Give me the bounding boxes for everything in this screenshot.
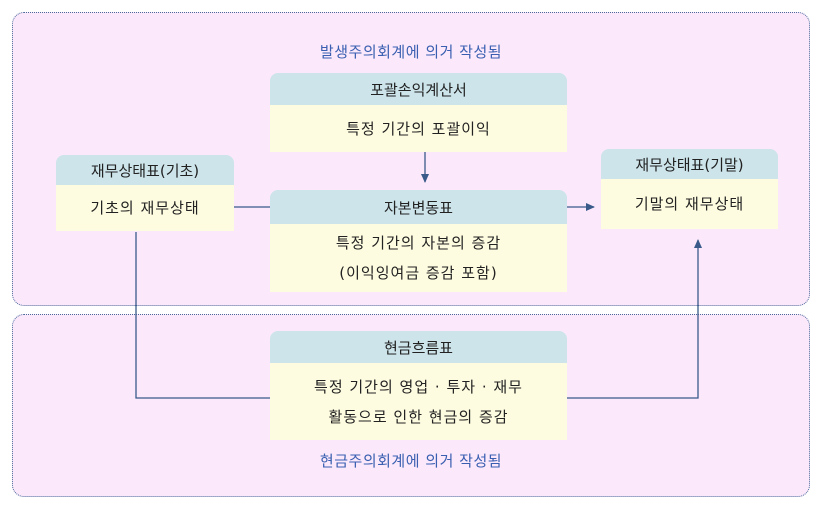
cash-flow-desc-2: 활동으로 인한 현금의 증감 <box>328 407 509 426</box>
balance-sheet-end-body: 기말의 재무상태 <box>601 179 778 229</box>
equity-changes-desc-2: (이익잉여금 증감 포함) <box>339 264 498 282</box>
equity-changes-body: 특정 기간의 자본의 증감 (이익잉여금 증감 포함) <box>270 224 567 292</box>
income-statement-body: 특정 기간의 포괄이익 <box>270 105 567 152</box>
equity-changes-title: 자본변동표 <box>270 190 567 224</box>
equity-changes-card: 자본변동표 특정 기간의 자본의 증감 (이익잉여금 증감 포함) <box>270 190 567 292</box>
cash-flow-body: 특정 기간의 영업 · 투자 · 재무 활동으로 인한 현금의 증감 <box>270 363 567 440</box>
cash-flow-card: 현금흐름표 특정 기간의 영업 · 투자 · 재무 활동으로 인한 현금의 증감 <box>270 331 567 440</box>
balance-sheet-begin-card: 재무상태표(기초) 기초의 재무상태 <box>56 155 234 231</box>
cash-flow-desc-1: 특정 기간의 영업 · 투자 · 재무 <box>314 377 523 396</box>
cash-basis-label: 현금주의회계에 의거 작성됨 <box>319 452 503 470</box>
income-statement-title: 포괄손익계산서 <box>270 73 567 105</box>
balance-sheet-begin-body: 기초의 재무상태 <box>56 185 234 231</box>
balance-sheet-end-desc: 기말의 재무상태 <box>634 195 745 213</box>
arrow-cashflow-to-end <box>567 239 702 399</box>
cash-flow-title: 현금흐름표 <box>270 331 567 363</box>
accrual-basis-label: 발생주의회계에 의거 작성됨 <box>319 43 503 61</box>
equity-changes-desc-1: 특정 기간의 자본의 증감 <box>335 234 502 252</box>
income-statement-card: 포괄손익계산서 특정 기간의 포괄이익 <box>270 73 567 152</box>
balance-sheet-end-title: 재무상태표(기말) <box>601 149 778 179</box>
balance-sheet-begin-desc: 기초의 재무상태 <box>90 199 200 217</box>
balance-sheet-begin-title: 재무상태표(기초) <box>56 155 234 185</box>
income-statement-desc: 특정 기간의 포괄이익 <box>346 119 491 138</box>
line-begin-to-cashflow <box>135 232 270 399</box>
balance-sheet-end-card: 재무상태표(기말) 기말의 재무상태 <box>601 149 778 229</box>
